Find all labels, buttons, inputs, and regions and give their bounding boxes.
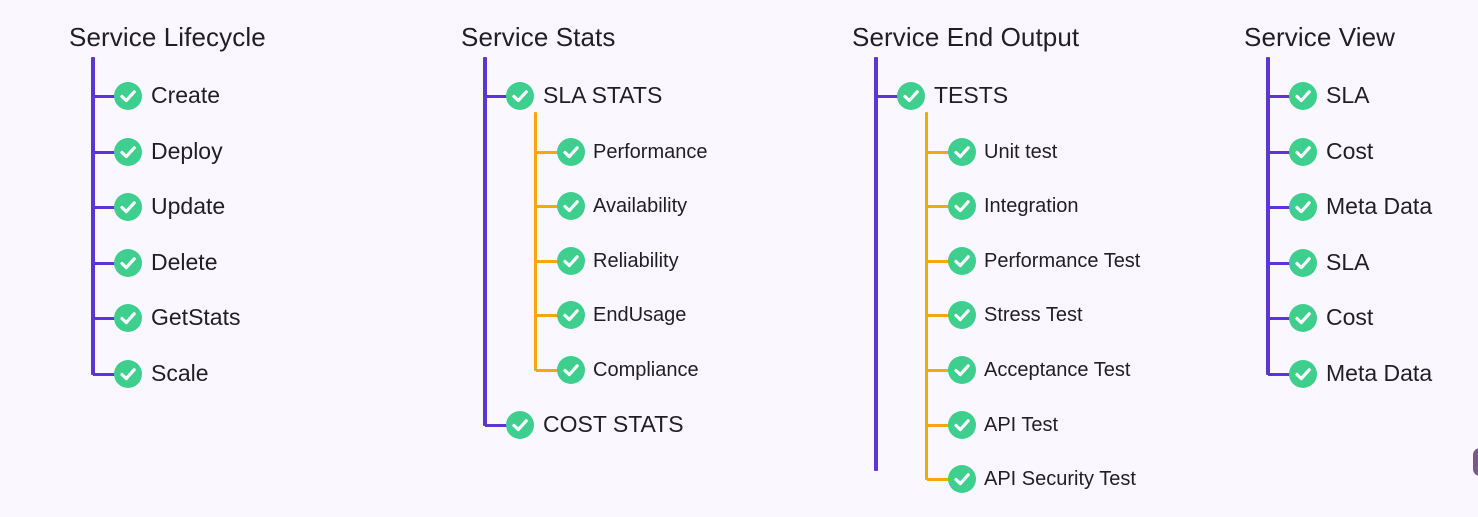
node-api-security-test: API Security Test [984,468,1136,491]
column-title: Service Stats [461,22,616,52]
branch-connector [1268,206,1292,210]
node-meta-data: Meta Data [1326,193,1433,220]
node-cost-stats: COST STATS [543,410,684,437]
sub-branch-connector [927,423,950,427]
node-endusage: EndUsage [593,304,687,327]
branch-connector [93,317,117,321]
sub-connector-line [925,112,928,481]
column-title: Service Lifecycle [69,22,266,52]
check-circle-icon [948,137,976,166]
check-circle-icon [1289,304,1317,333]
column-title: Service End Output [852,22,1080,52]
check-circle-icon [114,82,142,110]
node-delete: Delete [151,248,218,275]
node-scale: Scale [151,360,209,386]
sub-branch-connector [927,205,950,209]
branch-connector [93,95,117,98]
branch-connector [1268,95,1292,98]
sub-branch-connector [927,478,950,482]
check-circle-icon [557,301,585,330]
branch-connector [1268,261,1292,265]
check-circle-icon [114,360,142,388]
branch-connector [485,423,509,427]
node-reliability: Reliability [593,249,679,272]
branch-connector [93,150,117,154]
node-sla-stats: SLA STATS [543,82,663,108]
check-circle-icon [114,248,142,277]
main-connector-line [483,57,487,426]
check-circle-icon [114,137,142,166]
check-circle-icon [506,82,534,110]
node-sla: SLA [1326,82,1370,108]
branch-connector [1268,373,1292,376]
sub-branch-connector [927,369,950,372]
branch-connector [485,95,509,98]
check-circle-icon [897,82,925,110]
node-unit-test: Unit test [984,140,1058,163]
check-circle-icon [1289,137,1317,166]
check-circle-icon [1289,193,1317,222]
sub-branch-connector [927,259,950,263]
check-circle-icon [1289,248,1317,277]
check-circle-icon [557,246,585,275]
check-circle-icon [114,193,142,222]
node-tests: TESTS [934,82,1009,108]
check-circle-icon [1289,82,1317,110]
sub-branch-connector [536,369,559,372]
node-api-test: API Test [984,413,1059,436]
check-circle-icon [948,356,976,384]
sub-branch-connector [536,259,559,263]
node-meta-data: Meta Data [1326,360,1433,386]
branch-connector [93,373,117,376]
check-circle-icon [557,137,585,166]
check-circle-icon [948,410,976,439]
check-circle-icon [557,192,585,221]
check-circle-icon [948,246,976,275]
sub-branch-connector [536,205,559,209]
branch-connector [1268,317,1292,321]
node-stress-test: Stress Test [984,304,1083,327]
check-circle-icon [948,465,976,494]
sub-branch-connector [536,150,559,154]
column-title: Service View [1244,22,1396,52]
sub-branch-connector [927,314,950,318]
node-getstats: GetStats [151,304,241,331]
sub-branch-connector [536,314,559,318]
node-sla: SLA [1326,248,1370,275]
check-circle-icon [948,192,976,221]
node-cost: Cost [1326,304,1374,331]
main-connector-line [1266,57,1270,375]
main-connector-line [874,57,878,471]
check-circle-icon [948,301,976,330]
branch-connector [876,95,900,98]
edge-circle-fragment [1473,448,1478,476]
node-availability: Availability [593,195,688,218]
node-acceptance-test: Acceptance Test [984,359,1131,381]
branch-connector [93,206,117,210]
node-compliance: Compliance [593,359,699,381]
main-connector-line [91,57,95,375]
node-update: Update [151,193,226,220]
check-circle-icon [1289,360,1317,388]
node-deploy: Deploy [151,137,223,164]
check-circle-icon [506,410,534,439]
sub-connector-line [534,112,537,371]
node-create: Create [151,82,221,108]
branch-connector [1268,150,1292,154]
node-performance: Performance [593,140,708,163]
branch-connector [93,261,117,265]
node-performance-test: Performance Test [984,249,1141,272]
check-circle-icon [114,304,142,333]
node-cost: Cost [1326,137,1374,164]
node-integration: Integration [984,195,1079,218]
sub-branch-connector [927,150,950,154]
check-circle-icon [557,356,585,384]
